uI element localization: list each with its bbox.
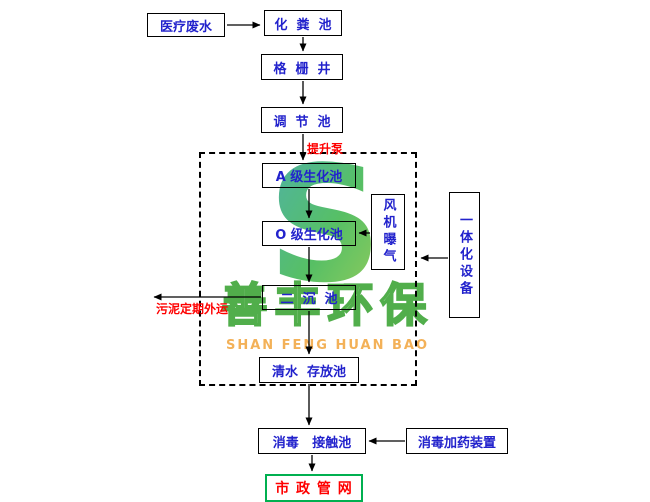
node-municipal-pipe-network: 市 政 管 网	[265, 474, 363, 502]
node-integrated-equipment: 一体化设备	[449, 192, 480, 318]
node-fan-aeration: 风机曝气	[371, 194, 405, 270]
node-septic-tank: 化 粪 池	[264, 10, 342, 36]
node-disinfection-contact-tank: 消毒 接触池	[258, 428, 366, 454]
node-secondary-sedimentation-tank: 二 沉 池	[262, 285, 356, 310]
node-regulating-tank: 调 节 池	[261, 107, 343, 133]
label-sludge-removal: 污泥定期外运	[156, 302, 229, 316]
node-a-biochemical-tank: A 级生化池	[262, 163, 356, 188]
node-o-biochemical-tank: O 级生化池	[262, 221, 356, 246]
label-lift-pump: 提升泵	[307, 142, 344, 156]
integrated-equipment-boundary	[199, 152, 417, 386]
node-clear-water-storage-tank: 清水 存放池	[259, 357, 359, 383]
node-medical-wastewater: 医疗废水	[147, 13, 225, 37]
node-disinfection-dosing-device: 消毒加药装置	[406, 428, 508, 454]
node-grid-well: 格 栅 井	[261, 54, 343, 80]
